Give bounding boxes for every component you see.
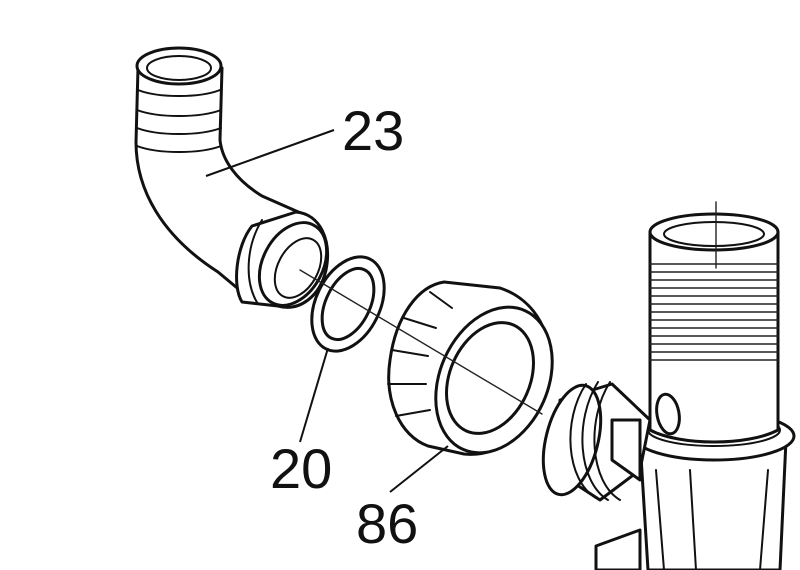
elbow-fitting-part [134,46,329,309]
callout-86: 86 [356,492,418,555]
callout-20: 20 [270,437,332,500]
leader-20 [299,347,329,443]
leader-lines [205,129,449,493]
leader-23 [205,129,335,177]
leader-86 [389,445,449,493]
callout-23: 23 [342,99,404,162]
union-nut-part [387,280,554,456]
valve-body-part [541,212,796,570]
gasket-ring-part [310,255,386,353]
assembly-axis [299,201,717,415]
